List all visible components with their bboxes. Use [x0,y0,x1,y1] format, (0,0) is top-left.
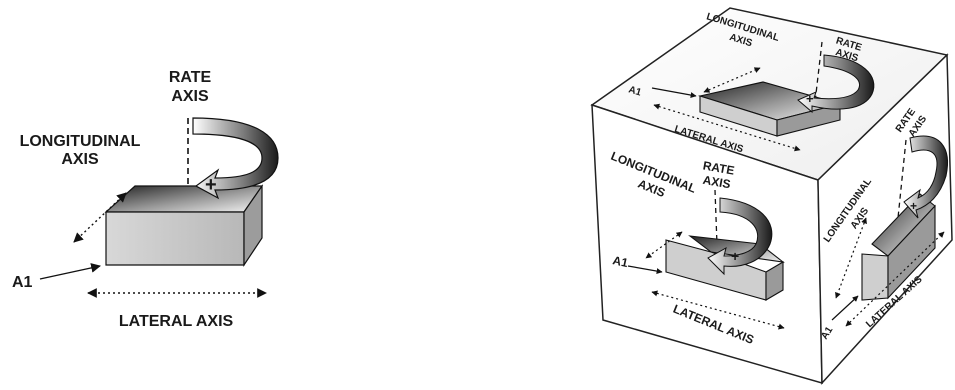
top-longitudinal-arrow [703,67,761,93]
front-rotation-arrow [707,197,773,276]
chip-top-face [104,185,264,213]
rotation-sign: + [205,174,217,196]
side-rate-axis-line [897,139,907,219]
front-a1-pointer [627,265,663,275]
longitudinal-axis-label-2: AXIS [61,151,99,168]
front-rate-axis-line [714,189,719,273]
side-a1-pointer [831,295,859,321]
rate-axis-label-2: AXIS [171,88,209,105]
rate-axis-label-1: RATE [169,69,212,86]
side-rotation-sign: + [910,199,917,213]
a1-label: A1 [12,274,33,291]
chip-front-face [105,211,245,266]
left-sensor-diagram: + RATE AXIS LONGITUDINAL AXIS LATERAL AX… [12,69,279,330]
front-a1-label: A1 [611,253,629,270]
lateral-axis-label: LATERAL AXIS [119,313,234,330]
longitudinal-axis-arrow [73,192,127,243]
side-chip-front [861,253,889,301]
front-rate-label-1: RATE [702,158,736,177]
top-lateral-arrow [653,103,801,152]
longitudinal-axis-label-1: LONGITUDINAL [20,133,141,150]
rotation-arrow [192,117,279,200]
front-rotation-sign: + [731,248,739,264]
top-rotation-arrow [797,54,875,114]
front-rate-label-2: AXIS [702,173,732,192]
side-longitudinal-arrow [835,217,867,299]
a1-pointer [39,263,101,280]
side-rotation-arrow [903,135,948,219]
top-a1-label: A1 [627,84,643,98]
orientation-cube: + LONGITUDINAL AXIS RATE AXIS LATERAL AX… [590,7,953,385]
top-rotation-sign: + [806,91,814,106]
chip-side-face [243,184,263,267]
top-a1-pointer [651,87,697,98]
